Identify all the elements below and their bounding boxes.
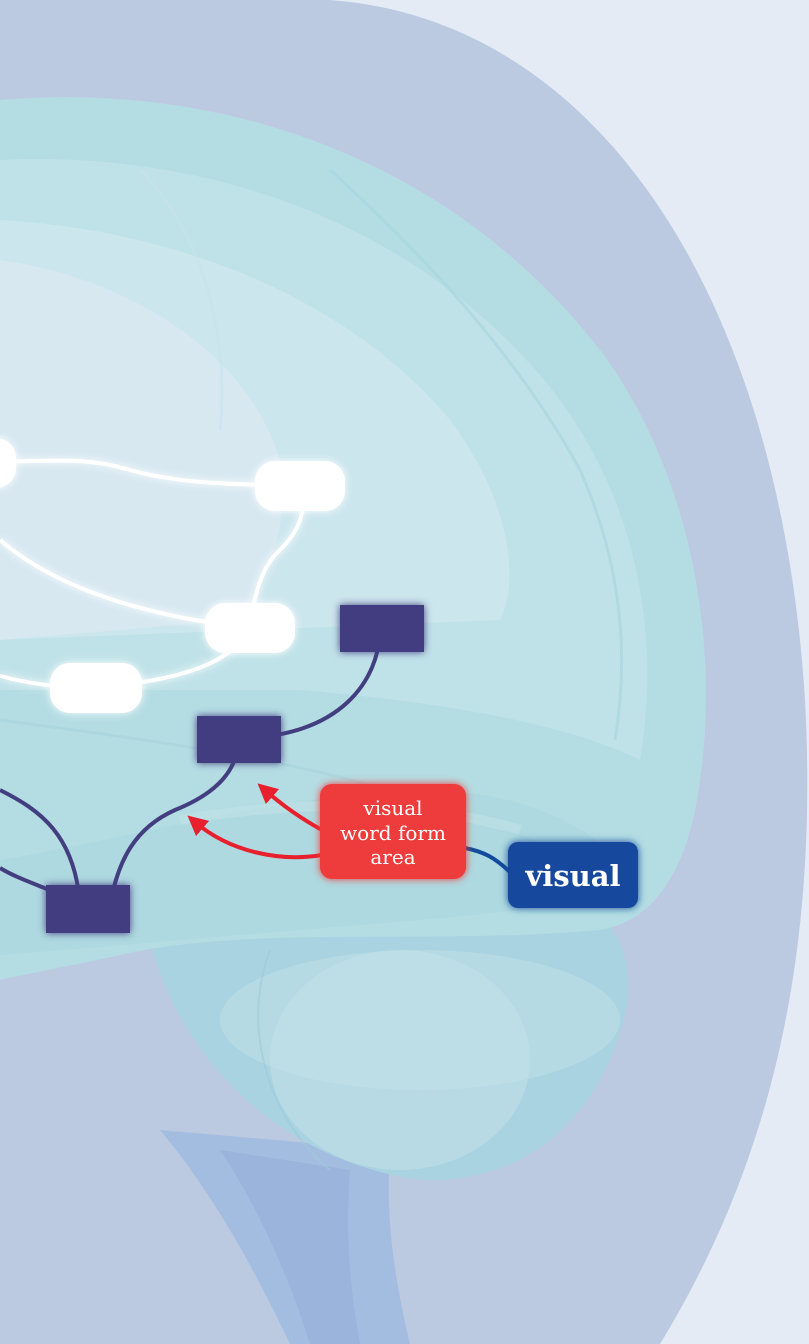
vwfa-label-line3: area [370, 845, 415, 869]
white-node [0, 438, 16, 488]
vwfa-label-line1: visual [362, 796, 422, 820]
vwfa-label-box [320, 784, 466, 879]
visual-connector [464, 846, 512, 874]
white-nodes [0, 438, 345, 713]
white-node [50, 663, 142, 713]
visual-label-box [508, 842, 638, 908]
purple-node [46, 885, 130, 933]
vwfa-arrow [257, 783, 323, 832]
vwfa-arrow [187, 815, 323, 860]
visual-label: visual [524, 859, 620, 893]
white-node [205, 603, 295, 653]
vwfa-label-line2: word form [340, 821, 446, 845]
purple-node [340, 605, 424, 652]
white-node [255, 461, 345, 511]
purple-node [197, 716, 281, 763]
purple-nodes [46, 605, 424, 933]
